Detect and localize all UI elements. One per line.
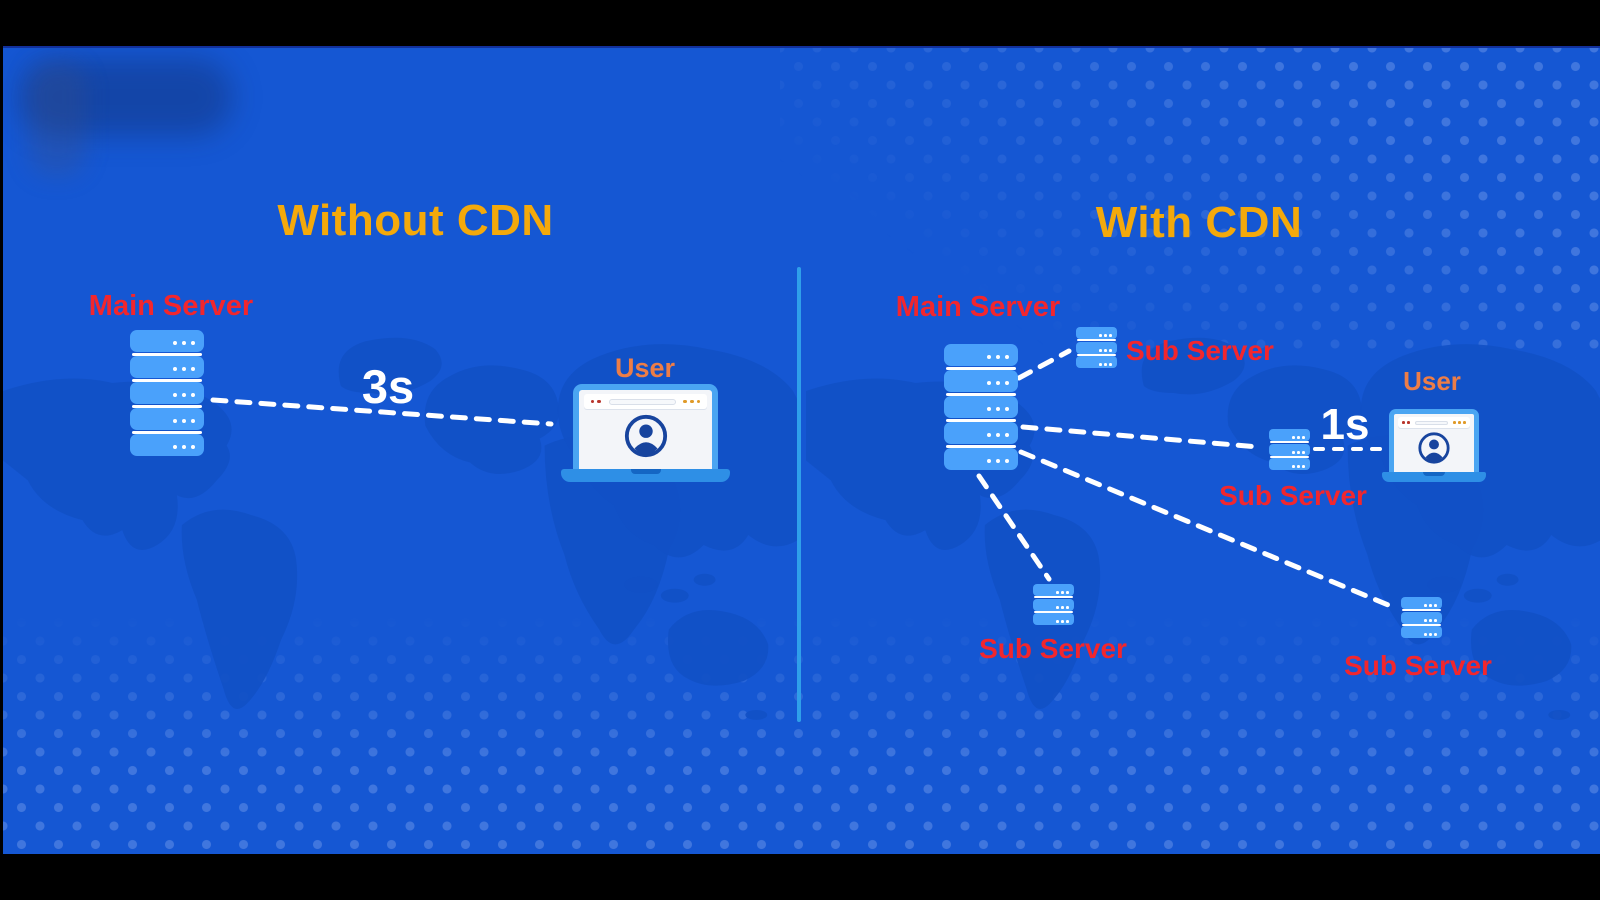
line-main-to-sub-bottom-left [976, 473, 1052, 582]
user-avatar-icon [624, 414, 667, 458]
server-segment [1076, 327, 1117, 342]
server-segment [130, 408, 204, 434]
browser-dots-left [1401, 421, 1411, 424]
user-laptop-icon-right [1382, 409, 1486, 482]
server-segment [944, 448, 1018, 470]
browser-dots-right [682, 399, 702, 404]
latency-label-1s: 1s [1320, 400, 1370, 449]
sub-server-label-bottom-right: Sub Server [1344, 650, 1492, 681]
server-segment [130, 330, 204, 356]
diagram-canvas: Without CDN Main Server 3s User [3, 46, 1600, 854]
laptop-notch [1423, 472, 1445, 476]
server-segment [944, 344, 1018, 370]
connection-lines [210, 348, 1396, 610]
user-label-right: User [1403, 366, 1461, 396]
server-segment [1401, 626, 1442, 638]
server-segment [1401, 597, 1442, 612]
laptop-screen [573, 384, 718, 469]
line-mainserver-user-left [210, 397, 554, 427]
address-bar [608, 398, 676, 405]
blurred-watermark-accent [28, 62, 86, 177]
line-main-to-sub-top [1016, 348, 1072, 381]
server-segment [944, 422, 1018, 448]
browser-dots-right [1452, 421, 1467, 424]
line-main-to-sub-middle [1020, 424, 1262, 450]
address-bar [1414, 420, 1449, 425]
blurred-watermark [18, 58, 233, 136]
server-segment [130, 434, 204, 456]
browser-bar [1398, 417, 1470, 428]
laptop-screen [1389, 409, 1479, 472]
server-segment [1269, 443, 1310, 458]
browser-bar [584, 394, 707, 409]
server-segment [1076, 356, 1117, 368]
user-label-left: User [614, 353, 676, 383]
panel-title-with-cdn: With CDN [1095, 198, 1303, 247]
server-segment [1269, 458, 1310, 470]
world-map-left [3, 337, 798, 720]
server-segment [1033, 598, 1074, 613]
browser-dots-left [589, 399, 603, 404]
server-segment [1076, 341, 1117, 356]
main-server-icon-right [944, 344, 1018, 470]
latency-label-3s: 3s [361, 360, 415, 413]
line-main-to-sub-bottom-right [1018, 449, 1396, 610]
main-server-label-right: Main Server [895, 291, 1061, 323]
laptop-base [561, 469, 730, 482]
sub-server-icon-top [1076, 327, 1117, 368]
server-segment [1269, 429, 1310, 444]
user-avatar-icon [1418, 432, 1450, 464]
server-segment [1401, 611, 1442, 626]
user-laptop-icon-left [561, 384, 730, 482]
server-segment [944, 396, 1018, 422]
panel-title-without-cdn: Without CDN [277, 196, 554, 245]
sub-server-icon-bottom-right [1401, 597, 1442, 638]
server-segment [1033, 584, 1074, 599]
sub-server-label-top: Sub Server [1126, 335, 1274, 366]
server-segment [1033, 613, 1074, 625]
laptop-notch [630, 469, 661, 474]
sub-server-label-bottom-left: Sub Server [979, 633, 1127, 664]
server-segment [130, 356, 204, 382]
sub-server-label-middle: Sub Server [1219, 480, 1367, 511]
panel-divider-line [797, 267, 801, 722]
laptop-base [1382, 472, 1486, 482]
sub-server-icon-bottom-left [1033, 584, 1074, 625]
main-server-icon-left [130, 330, 204, 456]
server-segment [944, 370, 1018, 396]
main-server-label-left: Main Server [88, 290, 254, 322]
sub-server-icon-middle [1269, 429, 1310, 470]
server-segment [130, 382, 204, 408]
